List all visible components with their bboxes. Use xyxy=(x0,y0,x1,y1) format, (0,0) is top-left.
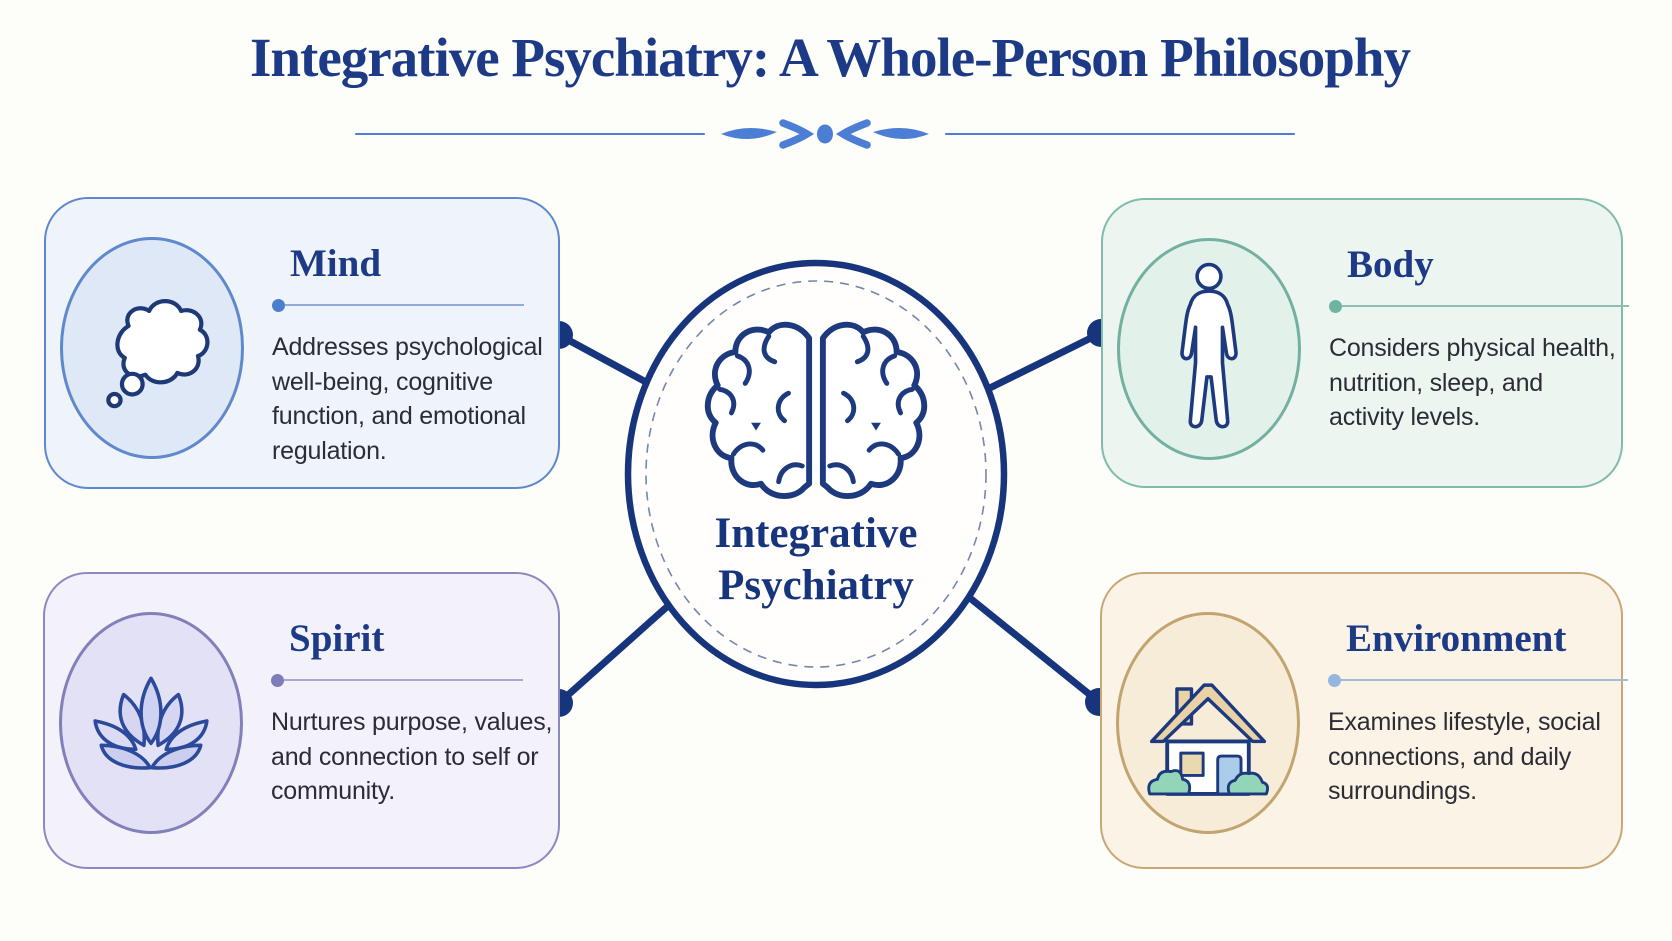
card-description-spirit: Nurtures purpose, values, and connection… xyxy=(271,708,553,805)
card-title-body: Body xyxy=(1347,243,1434,286)
card-environment: Environment Examines lifestyle, social c… xyxy=(1100,572,1628,869)
card-body: Body Considers physical health, nutritio… xyxy=(1101,198,1629,488)
card-title-rule xyxy=(271,673,523,687)
body-icon-circle xyxy=(1117,238,1301,460)
divider-ornament-icon xyxy=(721,119,929,149)
card-spirit: Spirit Nurtures purpose, values, and con… xyxy=(43,572,560,869)
divider-line-right xyxy=(945,132,1295,136)
card-mind: Mind Addresses psychological well-being,… xyxy=(44,197,560,489)
card-description-body: Considers physical health, nutrition, sl… xyxy=(1329,334,1616,431)
hub-label-line1: Integrative xyxy=(714,510,918,557)
rule-line xyxy=(1342,305,1629,307)
card-title-rule xyxy=(272,298,524,312)
brain-icon xyxy=(704,321,928,499)
thought-bubble-icon xyxy=(106,298,210,409)
card-title-mind: Mind xyxy=(290,242,382,285)
divider-line-left xyxy=(355,132,705,136)
hub-label: Integrative Psychiatry xyxy=(616,508,1016,613)
mind-icon-circle xyxy=(60,237,244,459)
card-title-environment: Environment xyxy=(1346,617,1567,660)
rule-dot xyxy=(271,673,284,687)
hub-label-line2: Psychiatry xyxy=(718,562,914,610)
card-title-rule xyxy=(1329,299,1629,313)
lotus-icon xyxy=(93,676,209,770)
title-divider xyxy=(355,119,1295,149)
rule-dot xyxy=(1329,299,1342,313)
hub-inner-dashed-circle xyxy=(645,280,987,668)
house-icon xyxy=(1147,683,1270,796)
rule-line xyxy=(285,304,524,306)
human-body-icon xyxy=(1180,262,1238,429)
card-title-rule xyxy=(1328,673,1628,687)
rule-line xyxy=(1341,679,1628,681)
environment-icon-circle xyxy=(1116,612,1300,834)
card-description-mind: Addresses psychological well-being, cogn… xyxy=(272,333,543,465)
card-description-environment: Examines lifestyle, social connections, … xyxy=(1328,708,1601,805)
rule-dot xyxy=(272,298,285,312)
page-title: Integrative Psychiatry: A Whole-Person P… xyxy=(250,27,1411,88)
rule-line xyxy=(284,679,523,681)
card-title-spirit: Spirit xyxy=(289,617,385,660)
spirit-icon-circle xyxy=(59,612,243,834)
rule-dot xyxy=(1328,673,1341,687)
